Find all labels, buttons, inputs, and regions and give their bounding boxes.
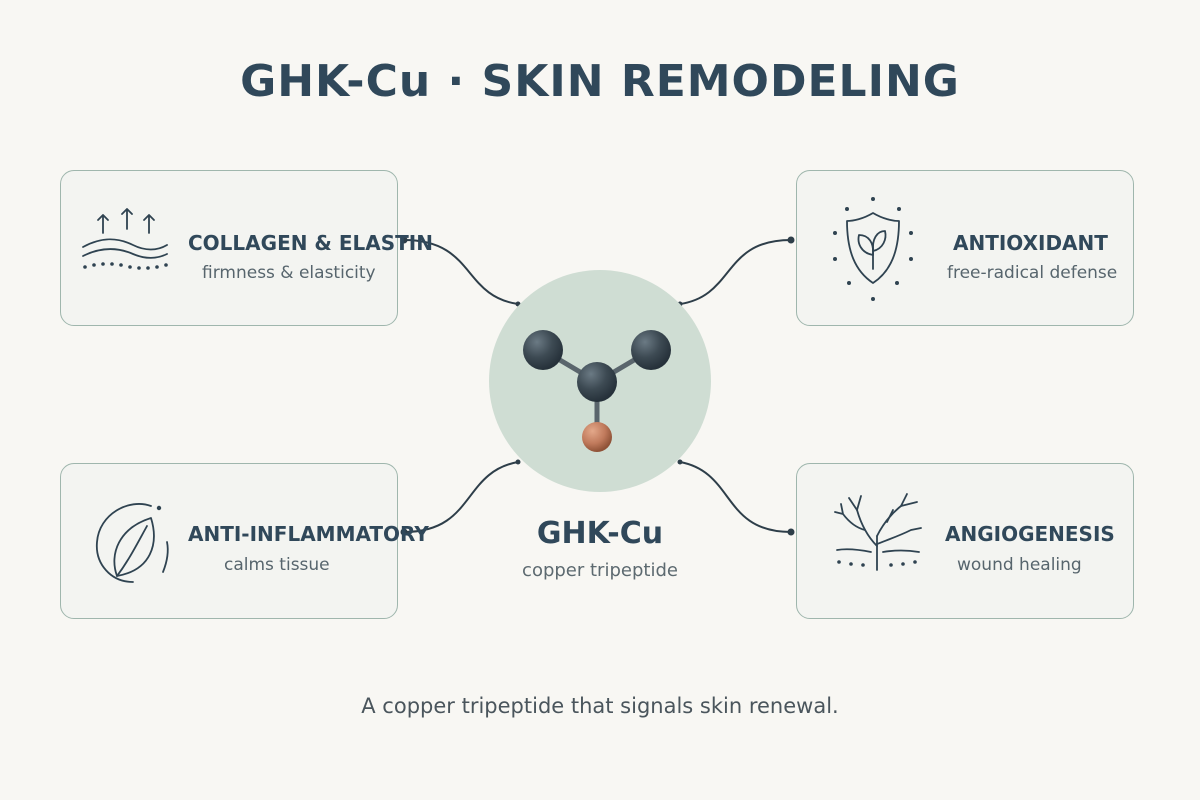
hub-label: GHK-Cu	[536, 516, 664, 551]
card-collagen-elastin: COLLAGEN & ELASTIN firmness & elasticity	[60, 170, 433, 326]
connector-dot	[677, 459, 683, 465]
card-label: ANTIOXIDANT	[953, 231, 1108, 255]
card-sublabel: firmness & elasticity	[202, 263, 376, 283]
arrows-waves-icon	[82, 208, 168, 270]
card-label: ANGIOGENESIS	[945, 522, 1115, 546]
connector-angiogenesis	[679, 461, 792, 533]
vessel-branch-icon	[834, 493, 922, 571]
card-sublabel: wound healing	[957, 555, 1082, 575]
card-antioxidant: ANTIOXIDANT free-radical defense	[796, 170, 1134, 326]
caption: A copper tripeptide that signals skin re…	[361, 694, 839, 718]
connector-dot	[400, 528, 408, 536]
card-sublabel: calms tissue	[224, 555, 330, 575]
card-anti-inflammatory: ANTI-INFLAMMATORY calms tissue	[60, 463, 429, 619]
connector-antiinflammatory	[403, 461, 519, 533]
connector-antioxidant	[679, 239, 792, 305]
card-label: ANTI-INFLAMMATORY	[188, 522, 429, 546]
connector-dot	[400, 236, 408, 244]
card-sublabel: free-radical defense	[947, 263, 1118, 283]
connector-dot	[787, 236, 795, 244]
card-label: COLLAGEN & ELASTIN	[188, 231, 433, 255]
diagram-title: GHK-Cu · SKIN REMODELING	[240, 56, 960, 107]
card-angiogenesis: ANGIOGENESIS wound healing	[796, 463, 1134, 619]
hub-sublabel: copper tripeptide	[522, 560, 678, 581]
molecule-icon	[523, 330, 671, 452]
leaf-icon	[96, 503, 169, 583]
connector-dot	[515, 459, 521, 465]
connector-dot	[787, 528, 795, 536]
connector-collagen	[403, 239, 519, 305]
shield-leaf-icon	[833, 197, 913, 301]
